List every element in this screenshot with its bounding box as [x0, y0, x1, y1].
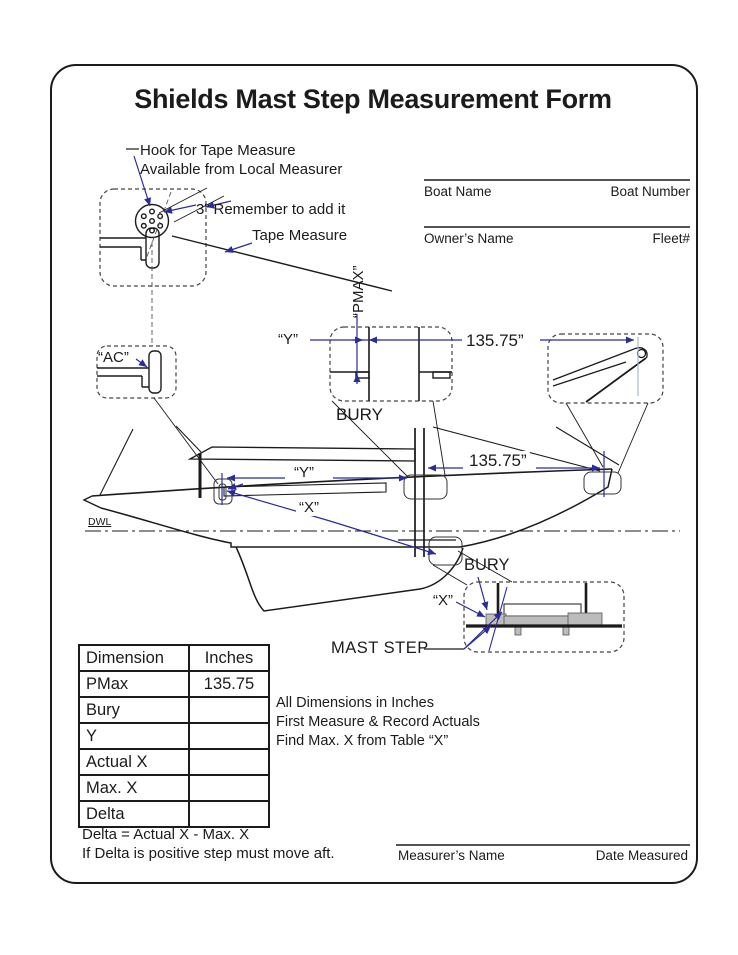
table-header-row: Dimension Inches: [78, 644, 270, 672]
inches-cell-delta[interactable]: [188, 800, 270, 828]
measurers-name-label: Measurer’s Name: [398, 848, 505, 863]
inches-cell-bury[interactable]: [188, 696, 270, 724]
dimension-cell: Actual X: [78, 748, 190, 776]
dwl-label: DWL: [88, 516, 112, 528]
y-label-main: “Y”: [291, 464, 317, 482]
dimension-cell: Delta: [78, 800, 190, 828]
instruction-notes: All Dimensions in Inches First Measure &…: [276, 694, 480, 751]
y-label-top: “Y”: [278, 331, 298, 348]
forestay: [432, 426, 620, 472]
date-measured-label: Date Measured: [595, 848, 688, 863]
inches-cell-actual-x[interactable]: [188, 748, 270, 776]
note-line: First Measure & Record Actuals: [276, 714, 480, 730]
table-header-dimension: Dimension: [78, 644, 190, 672]
ac-label: “AC”: [98, 349, 129, 366]
backstay: [99, 425, 202, 496]
dimension-cell: Max. X: [78, 774, 190, 802]
table-row: Bury: [78, 696, 270, 724]
x-label-main: “X”: [296, 499, 322, 517]
bury-label-bottom: BURY: [464, 556, 510, 574]
dimension-lines: [133, 155, 634, 650]
owners-name-label: Owner’s Name: [424, 231, 514, 246]
bury-label-top: BURY: [336, 405, 383, 424]
mast: [414, 428, 425, 557]
ac-detail-box: [96, 345, 219, 485]
hook-note-line2: Available from Local Measurer: [140, 161, 343, 178]
table-row: Delta: [78, 800, 270, 828]
boat-number-label: Boat Number: [610, 184, 690, 199]
hook-detail-box: [99, 148, 393, 346]
inches-cell-max-x[interactable]: [188, 774, 270, 802]
mast-step-label: MAST STEP: [331, 639, 429, 657]
delta-formula: Delta = Actual X - Max. X: [82, 826, 250, 843]
note-line: Find Max. X from Table “X”: [276, 733, 449, 749]
dim-135-main: 135.75”: [466, 451, 530, 471]
three-inch-note: 3” Remember to add it: [196, 201, 346, 218]
tape-measure-line: [171, 235, 393, 292]
hull-bottom: [100, 468, 613, 548]
page-title: Shields Mast Step Measurement Form: [134, 84, 612, 114]
partners-callout-rect: [403, 474, 448, 500]
table-row: Max. X: [78, 774, 270, 802]
deck-line: [91, 468, 613, 497]
bow-detail-box: [547, 333, 664, 474]
delta-note: If Delta is positive step must move aft.: [82, 845, 335, 862]
table-row: Y: [78, 722, 270, 750]
dimension-cell: PMax: [78, 670, 190, 698]
form-signature-lines[interactable]: [396, 179, 690, 846]
inches-cell-pmax[interactable]: 135.75: [188, 670, 270, 698]
tape-measure-label: Tape Measure: [252, 227, 348, 244]
transom: [82, 495, 102, 509]
mast-partners-detail-box: [329, 326, 453, 478]
table-row: Actual X: [78, 748, 270, 776]
x-label-bottom: “X”: [430, 592, 456, 610]
note-line: All Dimensions in Inches: [276, 695, 434, 711]
bow-callout-rect: [583, 471, 622, 495]
boat-name-label: Boat Name: [424, 184, 492, 199]
hook-note-line1: Hook for Tape Measure: [140, 142, 296, 159]
dim-135-top: 135.75”: [466, 331, 524, 350]
dimension-cell: Y: [78, 722, 190, 750]
table-header-inches: Inches: [188, 644, 270, 672]
boom: [187, 446, 416, 462]
dimension-cell: Bury: [78, 696, 190, 724]
pmax-label: “PMAX”: [350, 265, 367, 319]
inches-cell-y[interactable]: [188, 722, 270, 750]
tape-on-deck: [223, 482, 387, 497]
fleet-label: Fleet#: [652, 231, 690, 246]
boat-hull: [82, 425, 680, 612]
